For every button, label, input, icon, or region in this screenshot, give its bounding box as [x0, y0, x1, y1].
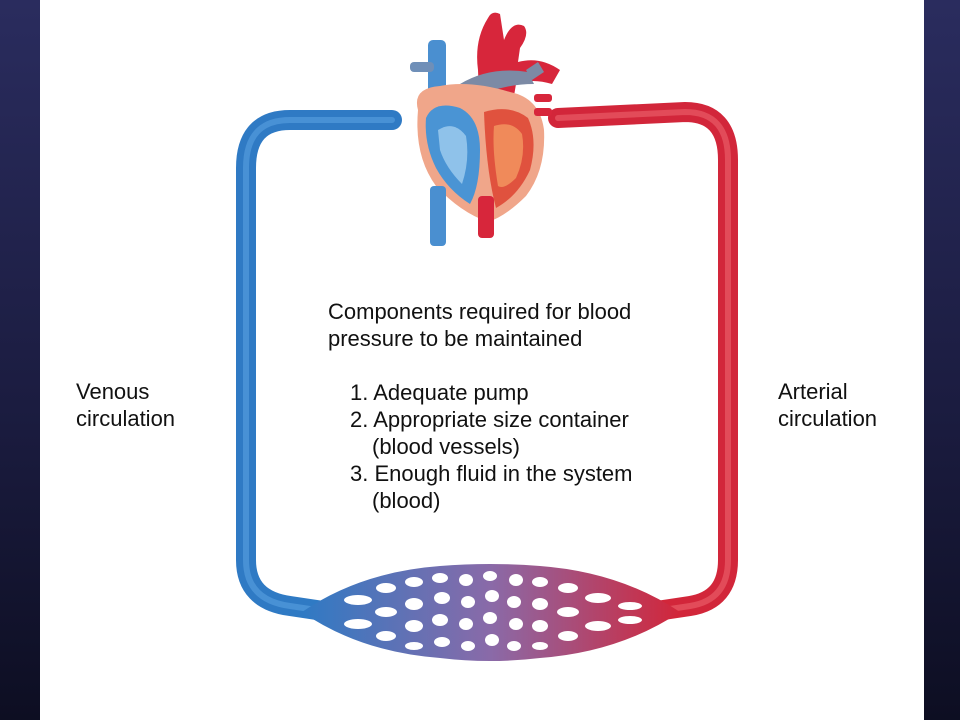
circulation-diagram: [236, 12, 738, 661]
component-item-text: 3. Enough fluid in the system: [350, 461, 633, 486]
component-item: 2. Appropriate size container (blood ves…: [328, 406, 728, 460]
component-item: 1. Adequate pump: [328, 379, 728, 406]
venous-circulation-label: Venous circulation: [76, 379, 176, 431]
component-item-subtext: (blood): [372, 488, 441, 513]
component-item-subtext: (blood vessels): [372, 434, 520, 459]
component-item-text: 2. Appropriate size container: [350, 407, 629, 432]
heart-anatomy-icon: [410, 12, 560, 246]
components-heading: Components required for blood pressure t…: [328, 299, 632, 351]
slide: Venous circulation Arterial circulation …: [40, 0, 924, 720]
components-text-block: Components required for blood pressure t…: [328, 298, 728, 514]
arterial-circulation-label: Arterial circulation: [778, 379, 878, 431]
component-item: 3. Enough fluid in the system (blood): [328, 460, 728, 514]
component-item-text: 1. Adequate pump: [350, 380, 529, 405]
capillary-bed-icon: [302, 564, 680, 661]
